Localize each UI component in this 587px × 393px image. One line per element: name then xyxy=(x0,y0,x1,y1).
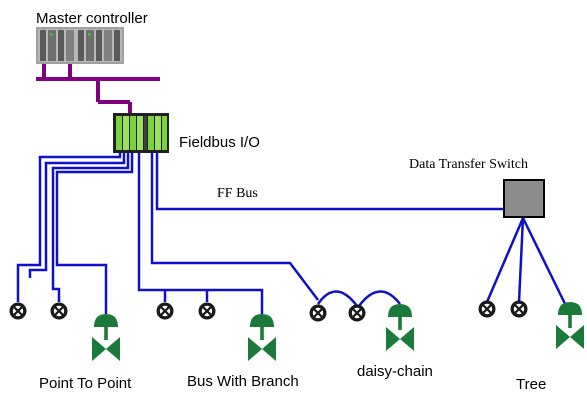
master-controller-label: Master controller xyxy=(36,10,148,27)
ff-bus-label: FF Bus xyxy=(217,186,258,201)
controller-bus xyxy=(36,64,160,113)
control-valve-icon xyxy=(248,314,276,361)
transmitter-icon xyxy=(509,299,529,319)
control-valve-icon xyxy=(386,304,414,351)
control-valve-icon xyxy=(556,302,584,349)
point-to-point-devices xyxy=(8,301,120,361)
fieldbus-io-rack xyxy=(113,113,169,153)
transmitter-icon xyxy=(477,299,497,319)
transmitter-icon xyxy=(8,301,28,321)
bus-with-branch-label: Bus With Branch xyxy=(187,373,299,390)
transmitter-icon xyxy=(197,301,217,321)
transmitter-icon xyxy=(308,303,328,323)
tree-label: Tree xyxy=(516,376,547,393)
point-to-point-label: Point To Point xyxy=(39,375,132,392)
fieldbus-wiring xyxy=(16,152,572,315)
transmitter-icon xyxy=(49,301,69,321)
data-transfer-switch-box xyxy=(503,179,545,218)
daisy-chain-label: daisy-chain xyxy=(357,363,433,380)
control-valve-icon xyxy=(92,314,120,361)
daisy-chain-devices xyxy=(308,303,414,351)
transmitter-icon xyxy=(347,303,367,323)
data-transfer-switch-label: Data Transfer Switch xyxy=(409,157,528,172)
transmitter-icon xyxy=(155,301,175,321)
bus-with-branch-devices xyxy=(155,301,276,361)
master-controller-rack xyxy=(36,27,124,64)
tree-devices xyxy=(477,299,584,349)
fieldbus-io-label: Fieldbus I/O xyxy=(179,134,260,151)
